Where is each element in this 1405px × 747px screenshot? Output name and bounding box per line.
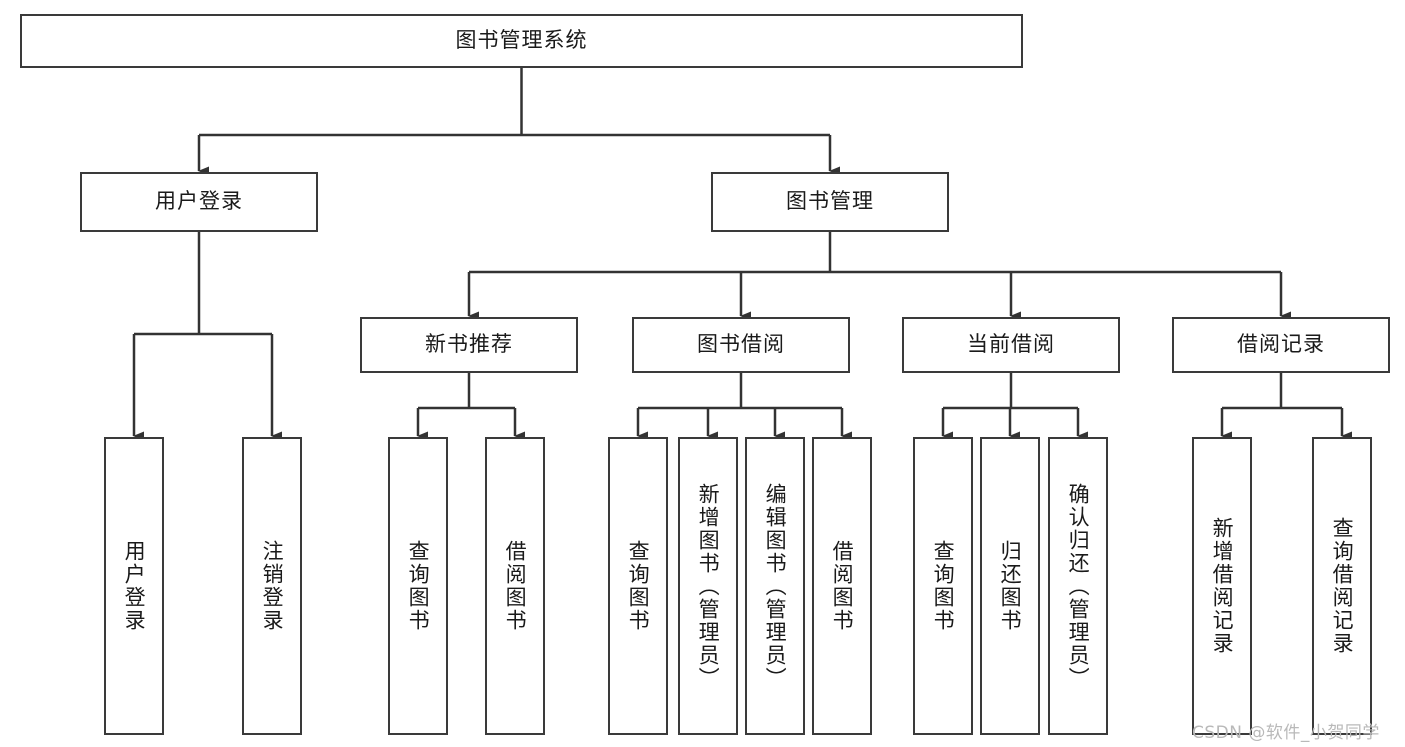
- node-login-2[interactable]: 注销登录: [242, 437, 302, 735]
- csdn-watermark: CSDN @软件_小贺同学: [1192, 723, 1380, 743]
- node-label-root: 图书管理系统: [455, 28, 588, 53]
- edge-group: [132, 68, 1352, 441]
- node-borrow-1[interactable]: 查询图书: [608, 437, 668, 735]
- node-label-current-2: 归还图书: [998, 540, 1023, 632]
- node-label-newbook: 新书推荐: [425, 332, 513, 357]
- node-records[interactable]: 借阅记录: [1172, 317, 1390, 373]
- node-borrow[interactable]: 图书借阅: [632, 317, 850, 373]
- node-label-login-1: 用户登录: [122, 540, 147, 632]
- node-label-records-1: 新增借阅记录: [1210, 517, 1235, 655]
- node-current-2[interactable]: 归还图书: [980, 437, 1040, 735]
- node-label-current-3: 确认归还（管理员）: [1066, 482, 1091, 690]
- node-current[interactable]: 当前借阅: [902, 317, 1120, 373]
- node-label-bookmgmt: 图书管理: [786, 189, 874, 214]
- node-label-current-1: 查询图书: [931, 540, 956, 632]
- node-label-newbook-1: 查询图书: [406, 540, 431, 632]
- node-records-1[interactable]: 新增借阅记录: [1192, 437, 1252, 735]
- node-newbook[interactable]: 新书推荐: [360, 317, 578, 373]
- node-login[interactable]: 用户登录: [80, 172, 318, 232]
- node-newbook-1[interactable]: 查询图书: [388, 437, 448, 735]
- node-label-borrow-4: 借阅图书: [830, 540, 855, 632]
- node-label-records: 借阅记录: [1237, 332, 1325, 357]
- node-current-3[interactable]: 确认归还（管理员）: [1048, 437, 1108, 735]
- node-borrow-4[interactable]: 借阅图书: [812, 437, 872, 735]
- node-label-login-2: 注销登录: [260, 540, 285, 632]
- node-bookmgmt[interactable]: 图书管理: [711, 172, 949, 232]
- node-current-1[interactable]: 查询图书: [913, 437, 973, 735]
- node-label-records-2: 查询借阅记录: [1330, 517, 1355, 655]
- node-label-login: 用户登录: [155, 189, 243, 214]
- node-root[interactable]: 图书管理系统: [20, 14, 1023, 68]
- node-borrow-3[interactable]: 编辑图书（管理员）: [745, 437, 805, 735]
- node-newbook-2[interactable]: 借阅图书: [485, 437, 545, 735]
- node-label-borrow: 图书借阅: [697, 332, 785, 357]
- node-borrow-2[interactable]: 新增图书（管理员）: [678, 437, 738, 735]
- node-label-borrow-1: 查询图书: [626, 540, 651, 632]
- node-login-1[interactable]: 用户登录: [104, 437, 164, 735]
- node-label-current: 当前借阅: [967, 332, 1055, 357]
- node-label-borrow-3: 编辑图书（管理员）: [763, 482, 788, 690]
- node-records-2[interactable]: 查询借阅记录: [1312, 437, 1372, 735]
- node-label-borrow-2: 新增图书（管理员）: [696, 482, 721, 690]
- node-label-newbook-2: 借阅图书: [503, 540, 528, 632]
